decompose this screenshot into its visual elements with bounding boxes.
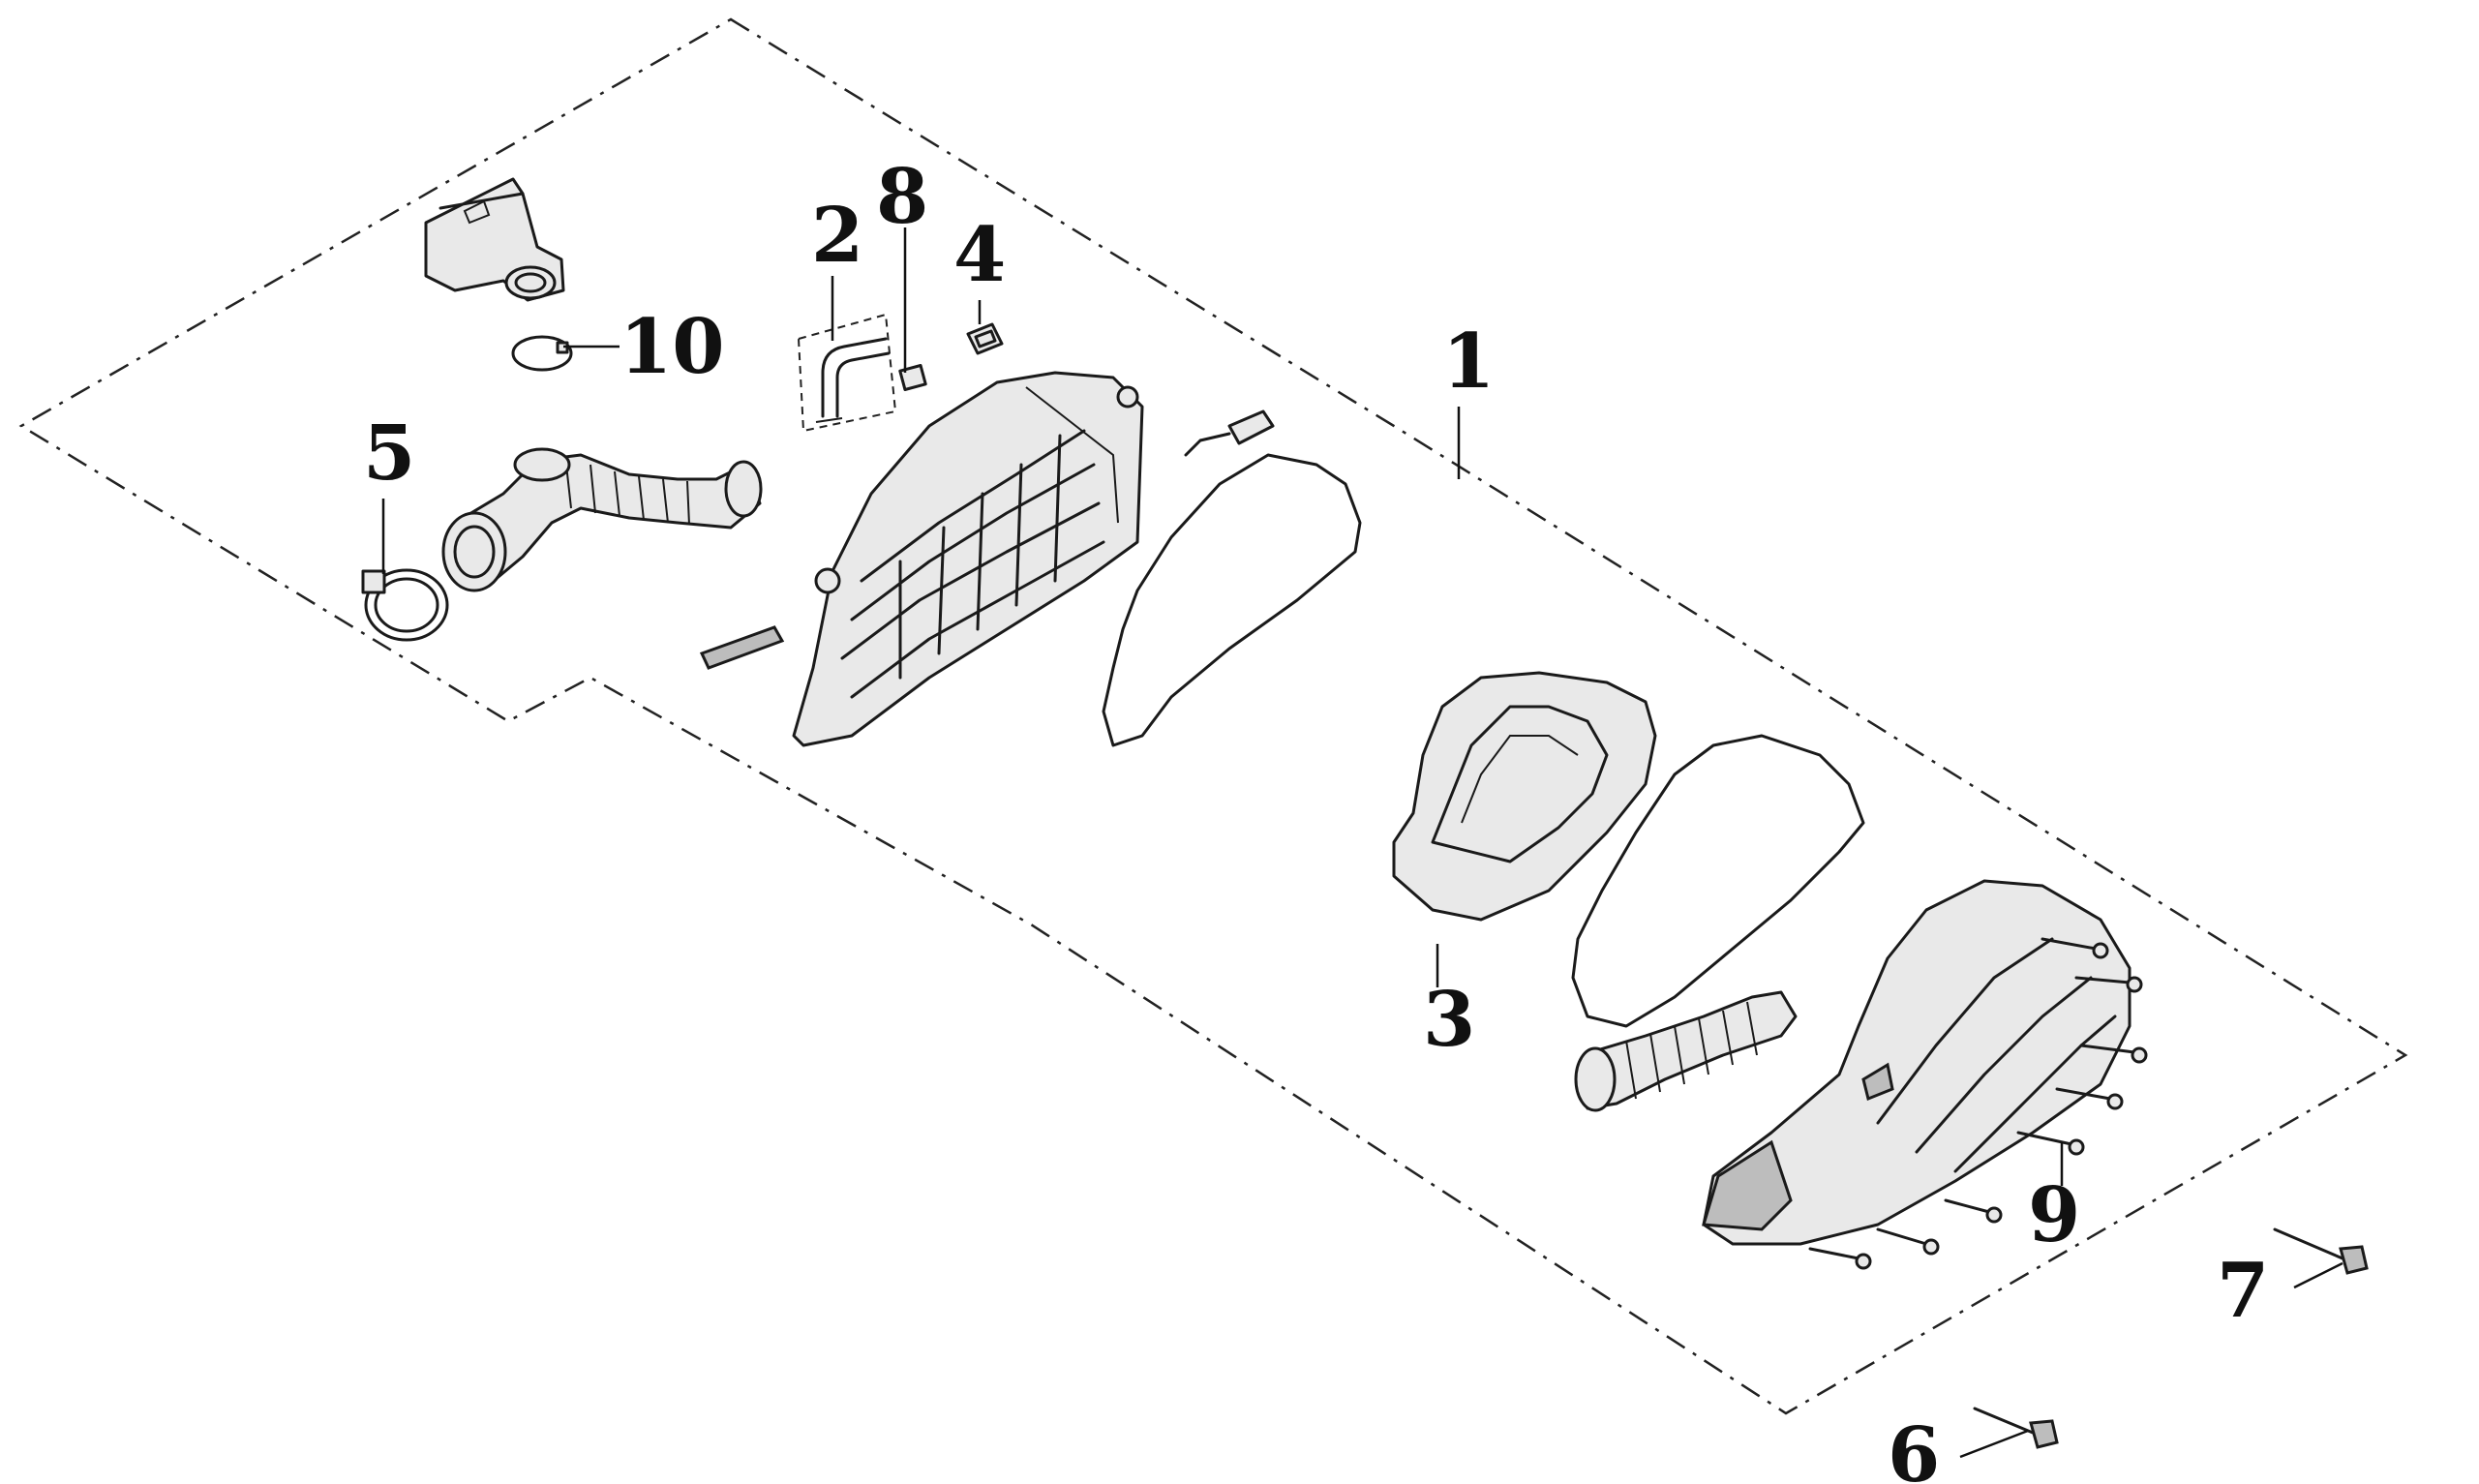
outlet-bellows	[1574, 990, 1798, 1112]
hose-clamp-ring	[511, 335, 573, 372]
air-box-cover	[1702, 879, 2131, 1246]
hose-clip	[898, 363, 927, 392]
callout-9: 9	[2028, 1171, 2080, 1259]
hose-subassembly-box	[797, 313, 897, 433]
callout-8: 8	[876, 153, 928, 241]
flange-bolt-upper	[2273, 1227, 2369, 1275]
drain-plug	[1184, 409, 1275, 457]
intake-duct	[441, 447, 763, 592]
leader-6	[1959, 1429, 2029, 1459]
intake-snorkel	[424, 177, 565, 302]
grommet	[966, 322, 1004, 355]
callout-4: 4	[953, 211, 1006, 299]
assembly-boundary	[18, 17, 2408, 1415]
breather-hose	[815, 337, 891, 423]
callout-3: 3	[1423, 976, 1475, 1064]
leader-7	[2293, 1261, 2343, 1289]
callout-1: 1	[1442, 318, 1495, 406]
callout-10: 10	[620, 303, 725, 391]
intake-clamp	[361, 568, 449, 642]
callout-6: 6	[1888, 1411, 1940, 1484]
air-filter-element	[1392, 671, 1657, 922]
cover-screws	[1808, 937, 2148, 1270]
air-box-housing	[699, 371, 1144, 747]
flange-bolt-lower	[1973, 1407, 2059, 1449]
callout-5: 5	[363, 409, 415, 498]
air-box-gasket-lower	[1571, 734, 1865, 1028]
air-box-gasket-upper	[1102, 453, 1362, 747]
callout-7: 7	[2217, 1247, 2269, 1335]
callout-2: 2	[811, 192, 863, 280]
